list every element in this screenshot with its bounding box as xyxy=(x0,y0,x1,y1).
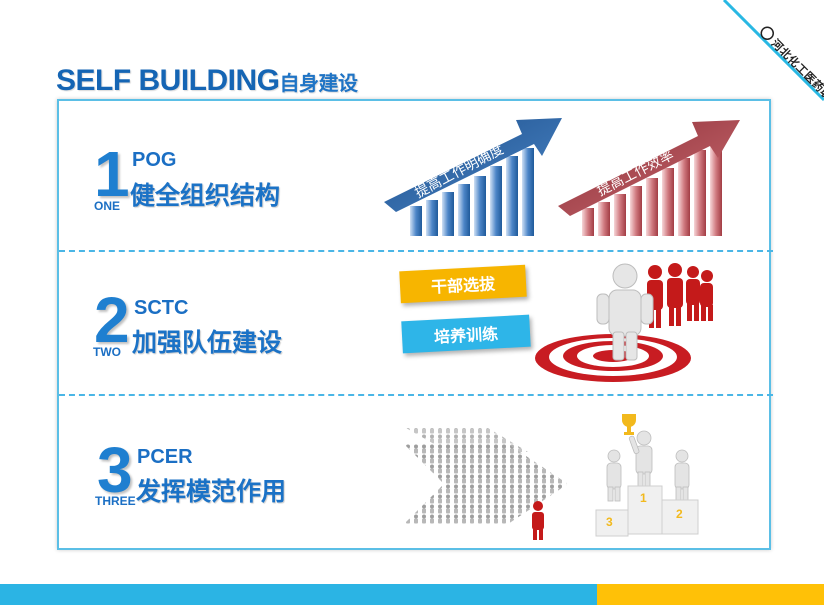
podium-graphic: 1 2 3 xyxy=(595,414,699,537)
podium-second: 2 xyxy=(676,507,683,521)
podium-first: 1 xyxy=(640,491,647,505)
podium-third: 3 xyxy=(606,515,613,529)
footer-bar-blue xyxy=(0,584,597,605)
crowd-arrow-graphic xyxy=(404,428,568,540)
content-frame xyxy=(57,99,771,550)
section-divider xyxy=(59,394,773,396)
section-3-number: 3 xyxy=(97,434,133,506)
red-arrow-bars-graphic: 提高工作效率 xyxy=(558,120,740,236)
section-3-desc: 发挥模范作用 xyxy=(136,478,287,506)
section-1-number: 1 xyxy=(94,138,130,210)
section-2-desc: 加强队伍建设 xyxy=(132,329,283,357)
section-3-number-word: THREE xyxy=(95,494,136,508)
ribbon-text: 河北化工医药职业技术学院 xyxy=(769,36,824,124)
page-title-cn: 自身建设 xyxy=(279,73,359,95)
section-3-code: PCER xyxy=(137,446,193,468)
tag-training: 培养训练 xyxy=(401,314,531,354)
section-2-number: 2 xyxy=(94,284,130,356)
trophy-icon xyxy=(622,414,636,435)
section-2-number-word: TWO xyxy=(93,345,121,359)
section-1-desc: 健全组织结构 xyxy=(130,182,281,210)
section-1-number-word: ONE xyxy=(94,199,121,213)
tag-cadre-selection: 干部选拔 xyxy=(399,264,527,304)
page-title-en: SELF BUILDING xyxy=(56,64,280,97)
target-leader-graphic xyxy=(535,263,713,382)
page-title: SELF BUILDING自身建设 xyxy=(56,64,358,98)
section-1-code: POG xyxy=(132,149,177,171)
blue-arrow-bars-graphic: 提高工作明确度 xyxy=(384,118,562,236)
section-2-code: SCTC xyxy=(134,297,189,319)
section-divider xyxy=(59,250,773,252)
footer-bar-yellow xyxy=(597,584,824,605)
school-logo-icon xyxy=(760,26,775,41)
